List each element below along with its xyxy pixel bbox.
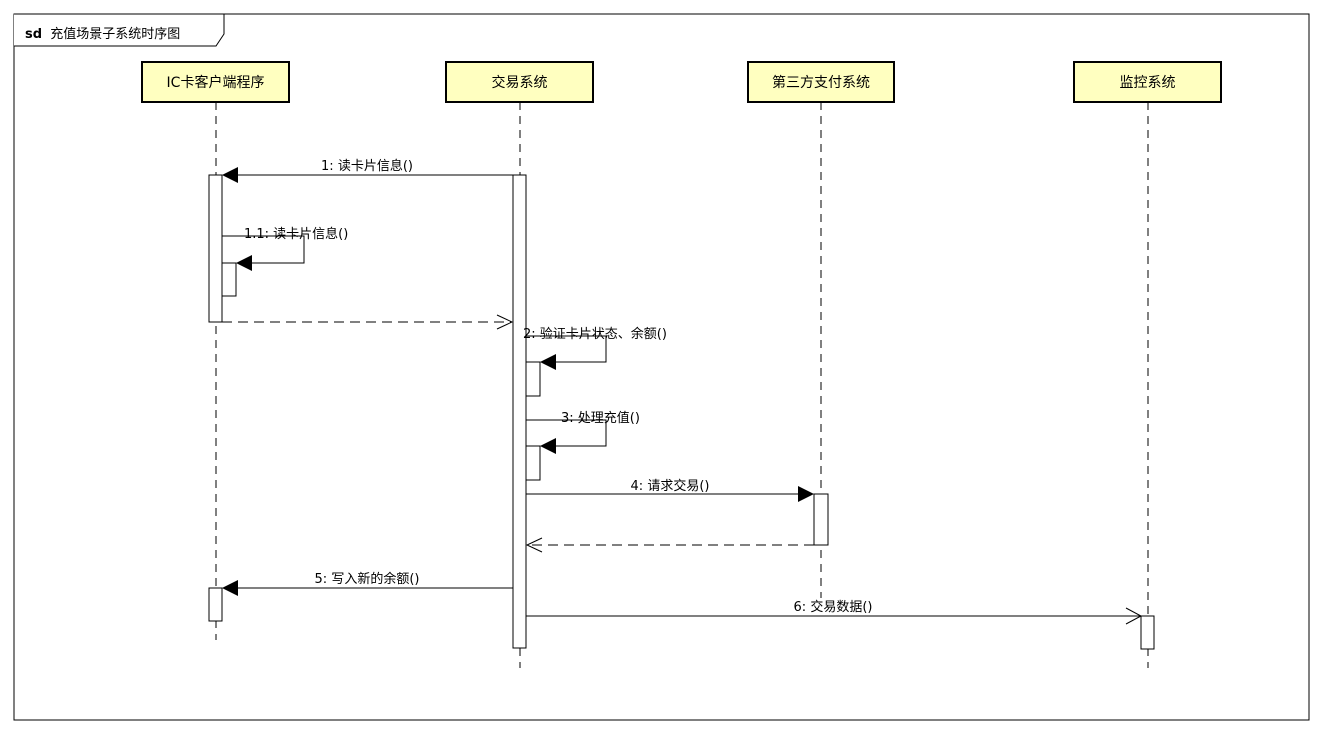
activation-monitor (1140, 615, 1155, 650)
arrowhead-open (1125, 607, 1143, 625)
arrowhead-open (525, 537, 543, 553)
arrowhead-filled (798, 486, 814, 502)
message-6[interactable]: 6: 交易数据() (526, 599, 1143, 625)
arrowhead-open (496, 314, 514, 330)
activation-ic-write (208, 587, 223, 622)
arrowhead-filled (222, 580, 238, 596)
return-pay-to-trade[interactable] (525, 537, 814, 553)
message-4[interactable]: 4: 请求交易() (526, 478, 814, 502)
participant-ic[interactable]: IC卡客户端程序 (141, 61, 290, 103)
message-1-label: 1: 读卡片信息() (321, 158, 413, 174)
message-1-1[interactable]: 1.1: 读卡片信息() (222, 226, 348, 271)
activation-ic-self (221, 262, 237, 297)
participant-monitor[interactable]: 监控系统 (1073, 61, 1222, 103)
arrowhead-filled (540, 354, 556, 370)
message-1[interactable]: 1: 读卡片信息() (222, 158, 513, 183)
message-4-label: 4: 请求交易() (631, 478, 710, 494)
arrowhead-filled (236, 255, 252, 271)
frame-label: sd 充值场景子系统时序图 (25, 26, 180, 42)
message-6-label: 6: 交易数据() (794, 599, 873, 615)
frame-label-tab (14, 13, 225, 47)
participant-pay-label: 第三方支付系统 (772, 74, 870, 91)
message-2[interactable]: 2: 验证卡片状态、余额() (523, 326, 667, 370)
return-ic-to-trade[interactable] (222, 314, 514, 330)
participant-trade[interactable]: 交易系统 (445, 61, 594, 103)
message-2-label: 2: 验证卡片状态、余额() (523, 326, 667, 342)
message-5-label: 5: 写入新的余额() (315, 571, 420, 587)
message-1-1-label: 1.1: 读卡片信息() (244, 226, 348, 242)
activation-ic-main (208, 174, 223, 323)
activation-pay (813, 493, 829, 546)
diagram-frame (13, 13, 1310, 721)
arrowhead-filled (540, 438, 556, 454)
frame-title: 充值场景子系统时序图 (50, 26, 180, 42)
message-5[interactable]: 5: 写入新的余额() (222, 571, 513, 596)
activation-trade-main (512, 174, 527, 649)
message-3[interactable]: 3: 处理充值() (526, 410, 640, 454)
participant-monitor-label: 监控系统 (1120, 75, 1176, 91)
message-3-label: 3: 处理充值() (561, 410, 640, 426)
activation-trade-verify (525, 361, 541, 397)
activation-trade-process (525, 445, 541, 481)
frame-keyword: sd (25, 27, 42, 42)
arrowhead-filled (222, 167, 238, 183)
participant-trade-label: 交易系统 (492, 74, 548, 91)
participant-ic-label: IC卡客户端程序 (167, 74, 265, 91)
participant-pay[interactable]: 第三方支付系统 (747, 61, 895, 103)
